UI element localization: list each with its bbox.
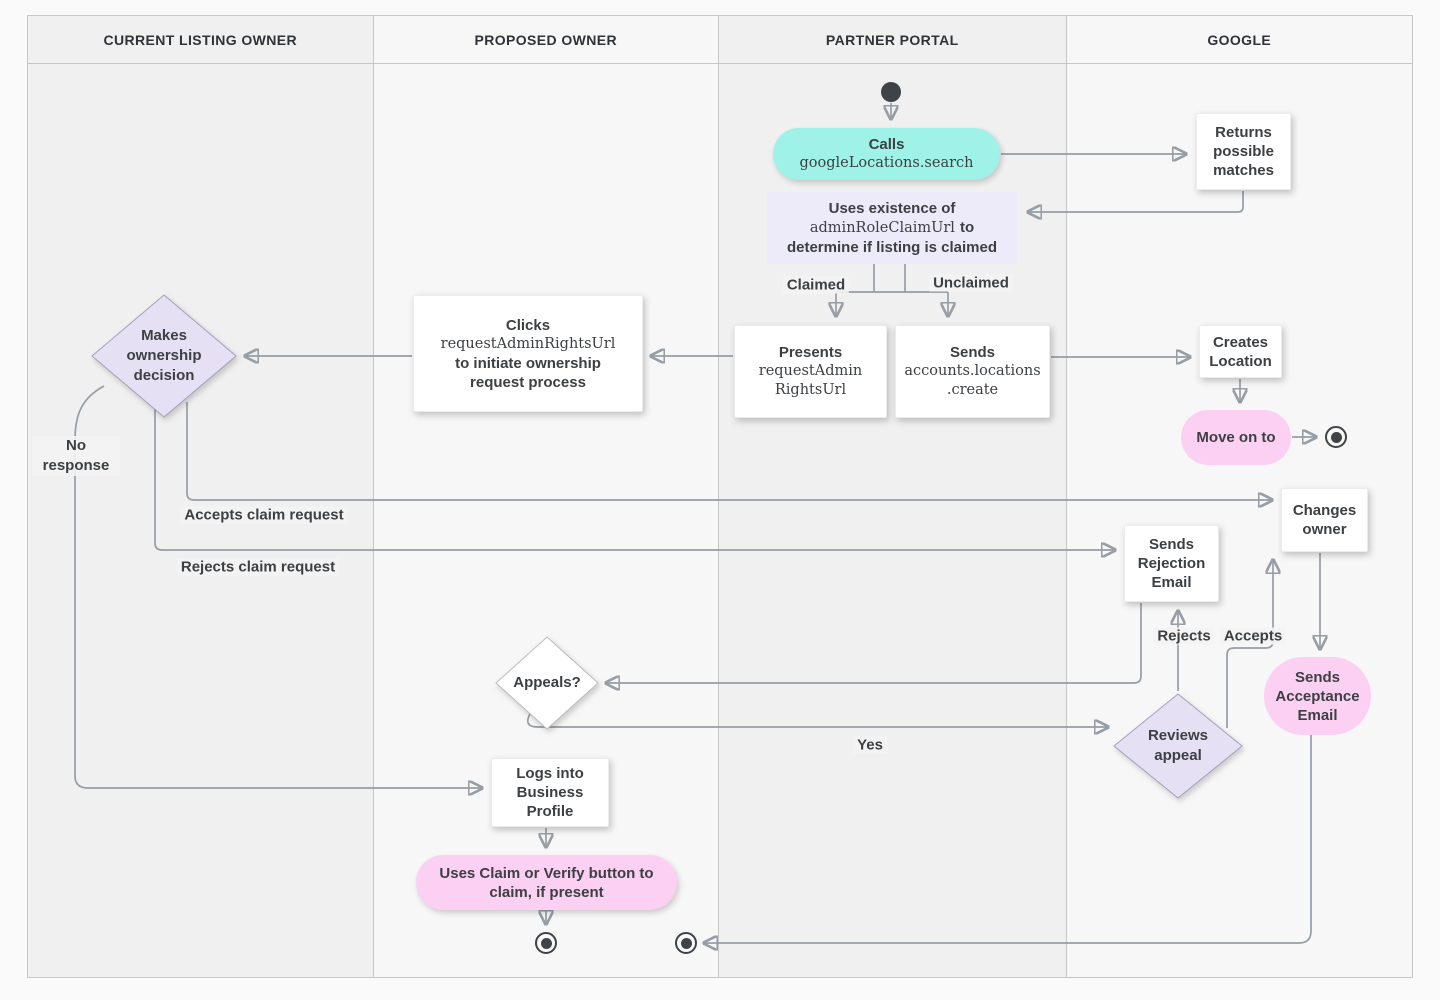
edge-label-yes: Yes bbox=[853, 736, 887, 754]
edge-label-no-response: No response bbox=[32, 436, 120, 476]
node-line: to initiate ownership bbox=[455, 354, 601, 372]
diamond-shape bbox=[91, 294, 237, 418]
node-move-on-to: Move on to bbox=[1181, 410, 1291, 465]
node-creates-location: Creates Location bbox=[1199, 325, 1282, 378]
end-node-claim bbox=[535, 932, 557, 954]
diamond-text: Reviews appeal bbox=[1147, 727, 1209, 764]
node-text: Sends Rejection Email bbox=[1137, 536, 1206, 591]
node-line: Uses existence of bbox=[828, 200, 956, 217]
node-code: RightsUrl bbox=[774, 382, 847, 398]
node-changes-owner: Changes owner bbox=[1281, 488, 1368, 552]
diamond-makes-ownership-decision: Makes ownership decision bbox=[91, 294, 237, 418]
node-text: Creates Location bbox=[1209, 333, 1272, 370]
edge-label-claimed: Claimed bbox=[782, 276, 850, 294]
lane-header-proposed-owner: PROPOSED OWNER bbox=[373, 16, 718, 64]
node-sends-accounts-locations-create: Sends accounts.locations .create bbox=[895, 325, 1050, 418]
node-presents-request-admin-rights-url: Presents requestAdmin RightsUrl bbox=[734, 325, 887, 418]
node-code: adminRoleClaimUrl bbox=[809, 220, 955, 236]
node-logs-into-business-profile: Logs into Business Profile bbox=[491, 758, 609, 827]
edge-label-accepts: Accepts bbox=[1219, 627, 1287, 645]
node-sends-acceptance-email: Sends Acceptance Email bbox=[1264, 657, 1371, 735]
edge-label-accepts-claim-request: Accepts claim request bbox=[180, 506, 348, 524]
end-node-acceptance bbox=[675, 932, 697, 954]
end-node-move-on bbox=[1325, 426, 1347, 448]
node-text: Sends Acceptance Email bbox=[1275, 668, 1360, 724]
diamond-shape bbox=[495, 636, 599, 730]
lane-header-partner-portal: PARTNER PORTAL bbox=[719, 16, 1066, 64]
edge-label-rejects: Rejects bbox=[1153, 627, 1215, 645]
node-line: determine if listing is claimed bbox=[786, 239, 998, 256]
lane-header-google: GOOGLE bbox=[1066, 16, 1412, 64]
node-code: accounts.locations bbox=[904, 363, 1041, 379]
node-title: Sends bbox=[949, 344, 995, 361]
diamond-appeals: Appeals? bbox=[495, 636, 599, 730]
node-text: Returns possible matches bbox=[1213, 124, 1274, 179]
diamond-text: Makes ownership decision bbox=[126, 327, 202, 384]
edge-label-rejects-claim-request: Rejects claim request bbox=[176, 558, 340, 576]
diamond-shape bbox=[1113, 693, 1243, 799]
lane-header-current-listing-owner: CURRENT LISTING OWNER bbox=[28, 16, 373, 64]
end-node-dot bbox=[540, 937, 552, 949]
node-title: Presents bbox=[778, 344, 843, 361]
edge-label-unclaimed: Unclaimed bbox=[929, 274, 1013, 292]
node-title: Clicks bbox=[505, 316, 551, 334]
diamond-reviews-appeal: Reviews appeal bbox=[1113, 693, 1243, 799]
node-text: Move on to bbox=[1196, 429, 1276, 446]
node-clicks-request-admin-rights-url: Clicks requestAdminRightsUrl to initiate… bbox=[413, 295, 643, 412]
node-sends-rejection-email: Sends Rejection Email bbox=[1124, 525, 1219, 602]
node-line: request process bbox=[470, 373, 586, 391]
node-uses-claim-or-verify: Uses Claim or Verify button to claim, if… bbox=[416, 855, 677, 910]
node-line-suffix: to bbox=[959, 219, 975, 236]
node-text: Uses Claim or Verify button to claim, if… bbox=[439, 864, 654, 901]
lane-proposed-owner: PROPOSED OWNER bbox=[373, 16, 719, 977]
lane-current-listing-owner: CURRENT LISTING OWNER bbox=[28, 16, 374, 977]
diamond-text: Appeals? bbox=[513, 674, 581, 691]
end-node-dot bbox=[680, 937, 692, 949]
node-text: Logs into Business Profile bbox=[516, 765, 584, 820]
node-code: requestAdminRightsUrl bbox=[440, 335, 616, 352]
start-node bbox=[881, 82, 901, 102]
node-title: Calls bbox=[868, 136, 905, 153]
node-code: googleLocations.search bbox=[799, 155, 974, 171]
node-calls-google-locations-search: Calls googleLocations.search bbox=[773, 128, 1000, 180]
end-node-dot bbox=[1330, 431, 1342, 443]
node-code: .create bbox=[946, 382, 999, 398]
node-text: Changes owner bbox=[1292, 502, 1357, 538]
node-returns-possible-matches: Returns possible matches bbox=[1196, 113, 1291, 190]
node-code: requestAdmin bbox=[758, 363, 863, 379]
